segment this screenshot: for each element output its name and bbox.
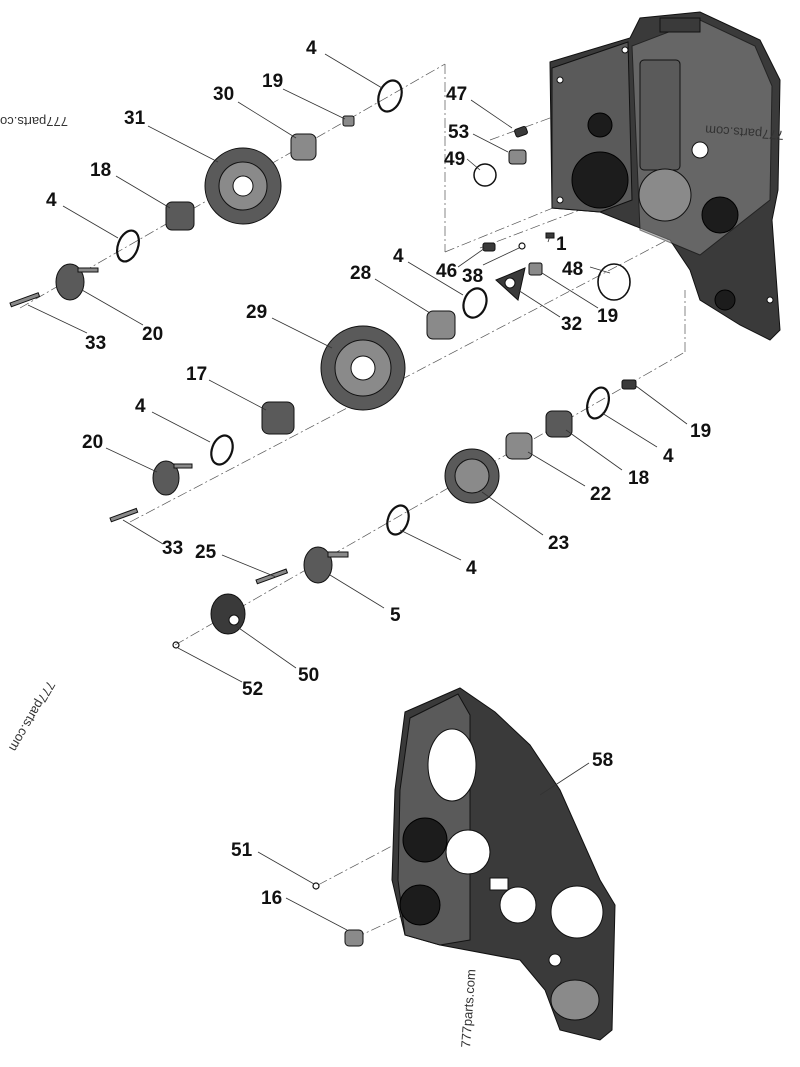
callout-33: 33 [85,333,106,354]
callout-1: 1 [556,234,567,255]
callout-20: 20 [142,324,163,345]
callout-4: 4 [46,190,57,211]
callout-48: 48 [562,259,583,280]
callout-4: 4 [306,38,317,59]
callout-18: 18 [90,160,111,181]
callout-49: 49 [444,149,465,170]
callout-18: 18 [628,468,649,489]
callout-47: 47 [446,84,467,105]
upper-gear-train [9,79,403,308]
callout-4: 4 [663,446,674,467]
callout-58: 58 [592,750,613,771]
callout-38: 38 [462,266,483,287]
callout-33: 33 [162,538,183,559]
watermark-text: 777parts.com [458,969,478,1049]
watermark-text: 777parts.com [0,114,68,129]
cover-small-parts [312,882,364,947]
callout-22: 22 [590,484,611,505]
callout-23: 23 [548,533,569,554]
callout-31: 31 [124,108,146,129]
middle-gear-train [109,287,488,523]
callout-51: 51 [231,840,253,861]
callout-30: 30 [213,84,234,105]
callout-5: 5 [390,605,401,626]
callout-4: 4 [393,246,404,267]
callout-25: 25 [195,542,217,563]
callout-17: 17 [186,364,207,385]
callout-19: 19 [262,71,283,92]
callout-16: 16 [261,888,282,909]
watermark-text: 777parts.com [6,679,58,755]
callout-19: 19 [597,306,618,327]
callout-4: 4 [135,396,146,417]
callout-4: 4 [466,558,477,579]
watermark-text: 777parts.com [705,123,785,143]
callout-29: 29 [246,302,267,323]
front-gear-cover [391,687,616,1041]
callout-53: 53 [448,122,469,143]
callout-50: 50 [298,665,319,686]
callout-labels: 4 19 30 31 18 4 20 33 47 53 49 4 28 29 4… [46,38,711,909]
callout-32: 32 [561,314,582,335]
callout-28: 28 [350,263,371,284]
gear-housing [549,11,781,341]
callout-19: 19 [690,421,711,442]
callout-20: 20 [82,432,103,453]
leader-lines [27,53,688,931]
callout-46: 46 [436,261,457,282]
housing-hardware [473,125,631,301]
callout-52: 52 [242,679,263,700]
lower-gear-train [172,379,637,649]
